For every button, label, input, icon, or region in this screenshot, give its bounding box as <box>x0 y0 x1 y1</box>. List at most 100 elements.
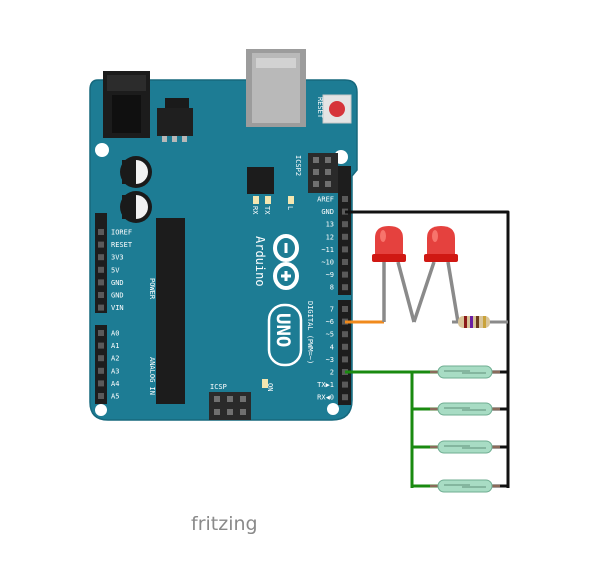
arduino-uno-board: RESET ICSP2 RX TX L <box>89 49 358 421</box>
power-pin-label: VIN <box>111 304 124 312</box>
on-label: ON <box>266 383 274 391</box>
digital-pin-label: 4 <box>330 343 334 351</box>
analog-pin <box>98 330 104 336</box>
tx-label: TX <box>263 206 271 215</box>
led-2-lead <box>446 261 460 323</box>
analog-pin <box>98 380 104 387</box>
mount-hole <box>95 404 107 416</box>
digital-pin-label: 12 <box>326 233 334 241</box>
power-header <box>95 213 107 313</box>
fritzing-watermark: fritzing <box>191 513 258 535</box>
analog-pin-label: A5 <box>111 393 119 401</box>
l-led <box>288 196 294 204</box>
mount-hole <box>327 403 339 415</box>
digital-pin <box>342 233 348 240</box>
digital-pin-label: ~5 <box>326 331 334 339</box>
analog-header <box>95 325 107 404</box>
power-pin-label: 3V3 <box>111 254 124 262</box>
analog-pin-label: A0 <box>111 330 119 338</box>
power-pin <box>98 279 104 286</box>
power-pin <box>98 304 104 311</box>
digital-pin <box>342 306 348 312</box>
reed-switch-4 <box>430 479 500 493</box>
pin2-wire <box>345 370 414 488</box>
power-pin-label: IOREF <box>111 229 132 237</box>
arduino-logo <box>273 234 299 290</box>
reset-button[interactable] <box>322 94 352 124</box>
digital-pin <box>342 394 348 401</box>
icsp2-header <box>308 153 338 193</box>
power-pin-label: RESET <box>111 241 133 249</box>
power-pin <box>98 229 104 235</box>
digital-pin-label: ~3 <box>326 356 334 364</box>
digital-pin <box>342 246 348 253</box>
digital-pin <box>342 331 348 338</box>
analog-pin-label: A1 <box>111 342 119 350</box>
digital-pin-label: ~11 <box>321 246 334 254</box>
digital-pin <box>342 196 348 202</box>
analog-pin <box>98 367 104 374</box>
reed-switch-3 <box>430 440 500 454</box>
power-group-label: POWER <box>148 278 156 300</box>
analog-pin-label: A3 <box>111 367 119 375</box>
icsp2-label: ICSP2 <box>294 155 302 176</box>
capacitor <box>120 191 152 223</box>
power-pin <box>98 241 104 248</box>
power-pin <box>98 266 104 273</box>
rx-label: RX <box>251 206 259 215</box>
digital-pin <box>342 343 348 350</box>
voltage-regulator <box>157 98 193 142</box>
digital-pin-label: ~6 <box>326 318 334 326</box>
digital-header-bottom <box>338 300 351 405</box>
on-led <box>262 379 268 388</box>
dc-power-jack <box>103 71 150 138</box>
capacitor <box>120 156 152 188</box>
led-2 <box>412 226 460 323</box>
mount-hole <box>95 143 109 157</box>
tx-led <box>265 196 271 204</box>
analog-pin <box>98 393 104 399</box>
digital-pin-label: TX▶1 <box>317 381 334 389</box>
digital-pin-label: AREF <box>317 196 334 204</box>
digital-pin-label: ~10 <box>321 259 334 267</box>
resistor <box>452 316 490 328</box>
uno-badge: UNO <box>267 303 303 367</box>
power-pin-label: 5V <box>111 266 120 274</box>
brand-label: Arduino <box>253 236 267 287</box>
digital-pin-label: 13 <box>326 221 334 229</box>
icsp-header <box>209 392 251 420</box>
atmega-microcontroller <box>156 218 185 404</box>
reset-label: RESET <box>316 97 324 119</box>
led-1-lead <box>396 261 416 323</box>
led-1 <box>372 226 416 323</box>
usb-interface-chip <box>247 167 274 194</box>
digital-pin-label: 7 <box>330 306 334 314</box>
analog-pin-label: A4 <box>111 380 119 388</box>
digital-pin-label: 8 <box>330 284 334 292</box>
power-pin <box>98 254 104 261</box>
digital-pin-label: GND <box>321 208 334 216</box>
usb-connector <box>246 49 306 127</box>
digital-pin-label: ~9 <box>326 271 334 279</box>
analog-pin <box>98 355 104 362</box>
analog-pin-label: A2 <box>111 355 119 363</box>
digital-pin <box>342 284 348 291</box>
power-pin <box>98 292 104 298</box>
digital-pin <box>342 356 348 363</box>
digital-pin-label: 2 <box>330 369 334 377</box>
digital-pin <box>342 259 348 265</box>
power-pin-label: GND <box>111 292 124 300</box>
gnd-wire <box>345 210 510 488</box>
analog-group-label: ANALOG IN <box>148 357 156 395</box>
digital-group-label: DIGITAL (PWM=~) <box>306 301 314 364</box>
reed-switch-2 <box>430 402 500 416</box>
icsp-label: ICSP <box>210 383 227 391</box>
l-label: L <box>286 206 294 210</box>
model-label: UNO <box>272 313 294 347</box>
led-2-lead <box>412 261 436 323</box>
digital-pin-label: RX◀0 <box>317 394 334 402</box>
analog-pin <box>98 342 104 349</box>
digital-pin <box>342 271 348 278</box>
digital-pin <box>342 381 348 388</box>
